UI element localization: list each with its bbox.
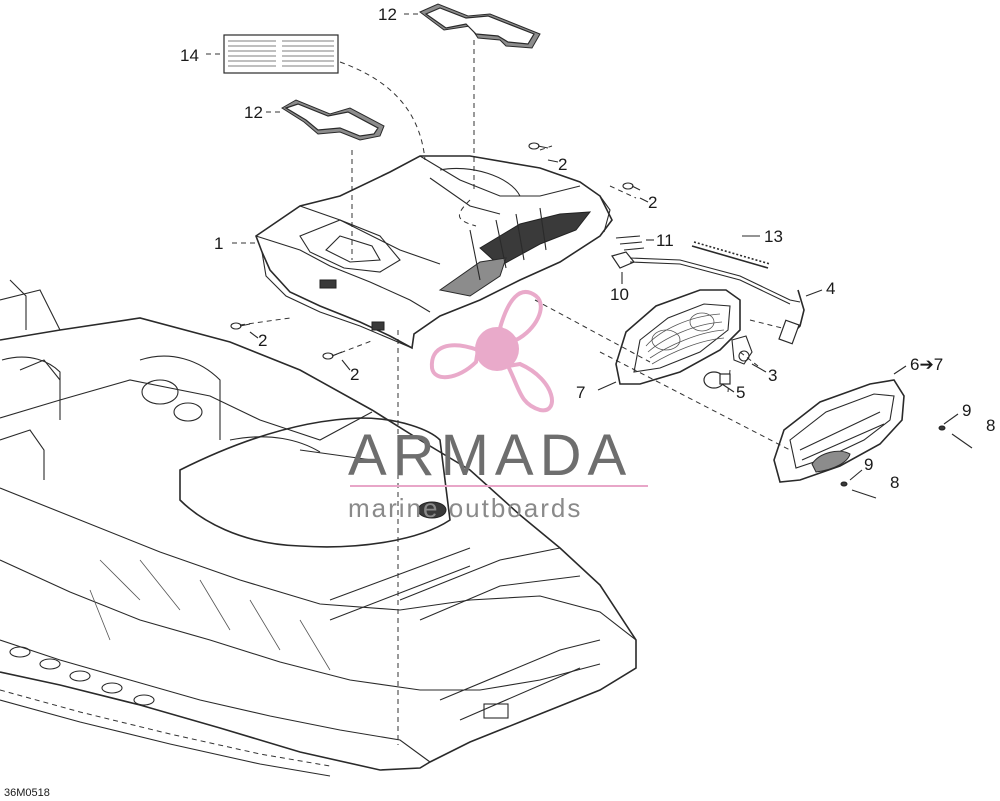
callout-12-lower: 12 (244, 103, 263, 122)
alignment-lines (239, 40, 791, 745)
part-12-upper-gasket (419, 3, 541, 49)
leader-lines (206, 13, 959, 481)
callout-14: 14 (180, 46, 199, 65)
callout-2-right: 2 (648, 193, 657, 212)
propeller-logo (429, 289, 554, 413)
part-10-socket-and-wire-4 (611, 251, 805, 345)
callout-11: 11 (656, 231, 674, 250)
diagram-code: 36M0518 (4, 787, 50, 799)
callout-2-bottom: 2 (350, 365, 359, 384)
part-11-clips (615, 235, 645, 251)
callout-3: 3 (768, 366, 777, 385)
callout-7: 7 (576, 383, 585, 402)
callout-6-to-7: 6➔7 (910, 355, 943, 374)
part-3-bracket (731, 335, 753, 365)
callout-13: 13 (764, 227, 783, 246)
callout-12-top: 12 (378, 5, 397, 24)
callout-4: 4 (826, 279, 835, 298)
watermark-subtitle: marine outboards (348, 493, 582, 523)
part-9-8-fasteners (840, 425, 973, 499)
callout-1: 1 (214, 234, 223, 253)
callout-8-right: 8 (986, 416, 995, 435)
callout-8-bottom: 8 (890, 473, 899, 492)
part-1-rear-cover (255, 155, 613, 350)
callout-labels: 12 14 12 2 2 1 11 13 10 4 2 2 3 6➔7 7 5 … (180, 5, 995, 492)
watermark-title: ARMADA (348, 423, 632, 488)
part-14-warning-decal (223, 34, 339, 74)
callout-5: 5 (736, 383, 745, 402)
callout-9-right: 9 (962, 401, 971, 420)
chassis-drawing (0, 279, 637, 777)
part-13-spring (691, 241, 771, 269)
part-12-lower-gasket (281, 99, 385, 141)
callout-10: 10 (610, 285, 629, 304)
part-2-screws (230, 142, 641, 360)
part-5-bulb (703, 371, 731, 389)
part-7-light-housing (615, 289, 741, 385)
part-6-lens (773, 379, 905, 483)
callout-9-bottom: 9 (864, 455, 873, 474)
callout-2-top: 2 (558, 155, 567, 174)
callout-2-left: 2 (258, 331, 267, 350)
watermark: ARMADA marine outboards (348, 289, 648, 523)
